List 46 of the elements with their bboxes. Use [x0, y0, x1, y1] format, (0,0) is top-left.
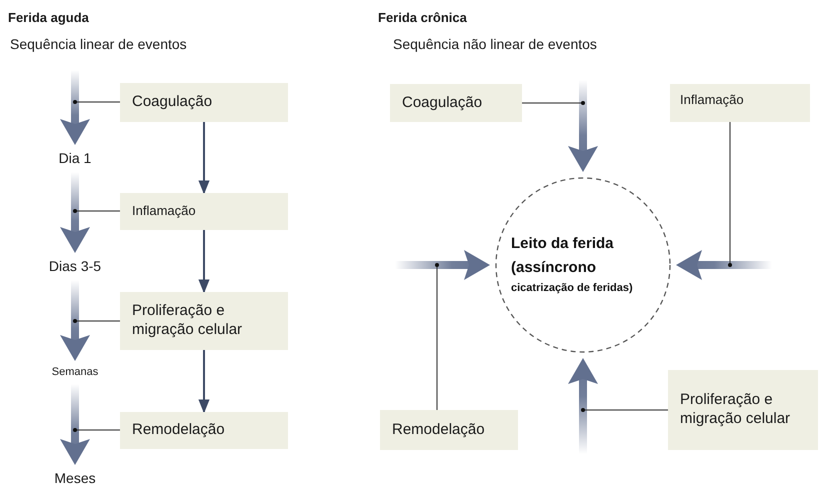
stage-box [120, 412, 288, 449]
gradient-arrow [568, 358, 598, 454]
gradient-arrow [60, 384, 90, 465]
stage-text: Inflamação [680, 92, 744, 108]
time-label: Dias 3-5 [48, 258, 102, 274]
stage-text: Coagulação [132, 93, 212, 112]
time-label: Meses [54, 470, 96, 486]
leader-line [435, 263, 439, 410]
arrow [198, 230, 210, 294]
panel-heading: Ferida crônica [378, 10, 467, 25]
stage-box [390, 84, 522, 122]
panel-heading: Ferida aguda [8, 10, 89, 25]
stage-box [380, 410, 518, 450]
leader-line [73, 209, 120, 213]
stage-box [670, 84, 810, 122]
stage-text: Proliferação e migração celular [132, 302, 244, 340]
stage-text: Inflamação [132, 203, 196, 220]
gradient-arrow [676, 250, 772, 280]
leader-line [522, 101, 585, 105]
leader-line [73, 428, 120, 432]
leader-line [581, 408, 668, 412]
stage-text: Coagulação [402, 94, 482, 112]
stage-box [668, 370, 818, 450]
stage-text: Remodelação [392, 420, 485, 440]
leader-line [73, 319, 120, 323]
arrow [198, 122, 210, 194]
gradient-arrow [60, 172, 90, 253]
stage-box [120, 292, 288, 350]
stage-box [120, 83, 288, 122]
gradient-arrow [60, 280, 90, 361]
stage-box [120, 193, 288, 230]
leader-line [73, 100, 120, 104]
arrow [198, 350, 210, 414]
time-label: Dia 1 [58, 150, 92, 166]
gradient-arrow [395, 250, 490, 280]
leader-line [728, 122, 732, 267]
gradient-arrow [568, 80, 598, 172]
time-label: Semanas [52, 366, 98, 379]
circle-text: cicatrização de feridas) [511, 281, 633, 296]
gradient-arrow [60, 70, 90, 145]
panel-subtitle: Sequência linear de eventos [10, 36, 187, 52]
stage-text: Remodelação [132, 421, 225, 440]
stage-text: Proliferação e migração celular [680, 391, 792, 429]
circle-text: Leito da ferida (assíncrono [511, 234, 615, 278]
panel-subtitle: Sequência não linear de eventos [393, 36, 597, 52]
wound-bed-circle [495, 177, 671, 353]
